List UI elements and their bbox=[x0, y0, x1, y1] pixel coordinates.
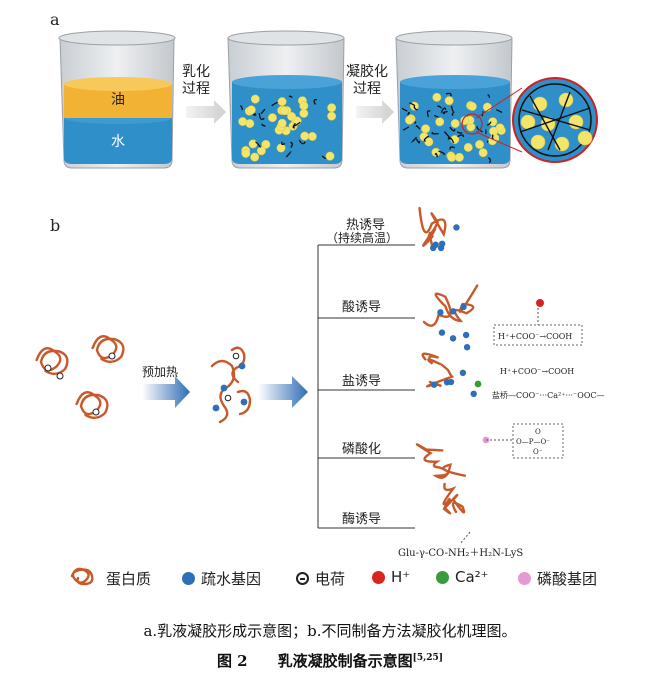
phosphate-dot-icon bbox=[518, 572, 531, 585]
minus-circle-icon bbox=[296, 572, 309, 585]
caption-subtitle: a.乳液凝胶形成示意图；b.不同制备方法凝胶化机理图。 bbox=[143, 622, 517, 640]
legend-ca: Ca²⁺ bbox=[436, 568, 489, 586]
legend-h: H⁺ bbox=[372, 568, 410, 586]
step-emulsify-label: 乳化过程 bbox=[182, 64, 210, 97]
salt-formula-1: H⁺+COO⁻→COOH bbox=[500, 367, 574, 376]
native-proteins bbox=[35, 335, 125, 419]
panel-a-label: a bbox=[50, 10, 60, 29]
zoom-circle bbox=[512, 77, 598, 163]
preheat-label: 预加热 bbox=[142, 365, 179, 379]
arrow-preheat bbox=[142, 376, 190, 408]
water-layer bbox=[64, 118, 172, 164]
legend-phosphate: 磷酸基团 bbox=[518, 568, 597, 589]
arrow-induce bbox=[258, 376, 308, 408]
step-gelation-label: 凝胶化过程 bbox=[346, 64, 388, 97]
beaker-gel bbox=[395, 30, 513, 169]
h-ion-mark bbox=[536, 299, 544, 307]
panel-b-label: b bbox=[50, 216, 61, 235]
ca-dot-icon bbox=[436, 570, 449, 584]
salt-formula-2: 盐桥—COO⁻···Ca²⁺···⁻OOC— bbox=[492, 390, 605, 400]
phos-formula-mid: O—P—O⁻ bbox=[516, 438, 550, 446]
phos-box bbox=[512, 423, 564, 459]
arrow-gelation bbox=[356, 100, 394, 124]
legend-hydrophobic: 疏水基因 bbox=[182, 568, 261, 589]
branch-salt-title: 盐诱导 bbox=[342, 374, 382, 389]
legend-charge: 电荷 bbox=[296, 568, 345, 589]
branch-structures bbox=[415, 206, 490, 515]
oil-label: 油 bbox=[111, 92, 125, 108]
arrow-emulsify bbox=[186, 100, 226, 124]
h-dot-icon bbox=[372, 570, 385, 584]
phos-formula-top: O bbox=[535, 428, 541, 436]
branch-enzyme-title: 酶诱导 bbox=[342, 512, 382, 527]
branch-acid-title: 酸诱导 bbox=[342, 300, 382, 315]
branch-phos-title: 磷酸化 bbox=[342, 442, 382, 457]
caption-title: 图 2 乳液凝胶制备示意图[5,25] bbox=[216, 652, 444, 670]
branch-heat-title: 热诱导 bbox=[346, 218, 386, 233]
branch-tree bbox=[317, 244, 415, 529]
acid-formula: H⁺+COO⁻→COOH bbox=[498, 332, 572, 341]
beaker-oil-water bbox=[58, 30, 176, 169]
enzyme-formula: Glu-γ-CO-NH₂＋H₂N-LyS bbox=[398, 548, 523, 559]
legend-protein-icon bbox=[70, 567, 94, 586]
water-label: 水 bbox=[111, 134, 125, 150]
legend-protein: 蛋白质 bbox=[106, 570, 152, 588]
branch-heat-subtitle: （持续高温） bbox=[326, 231, 399, 245]
unfolded-proteins bbox=[210, 346, 252, 424]
hydrophobic-dot-icon bbox=[182, 572, 195, 585]
phos-formula-bot: O⁻ bbox=[533, 448, 543, 456]
beaker-emulsion bbox=[227, 30, 345, 169]
